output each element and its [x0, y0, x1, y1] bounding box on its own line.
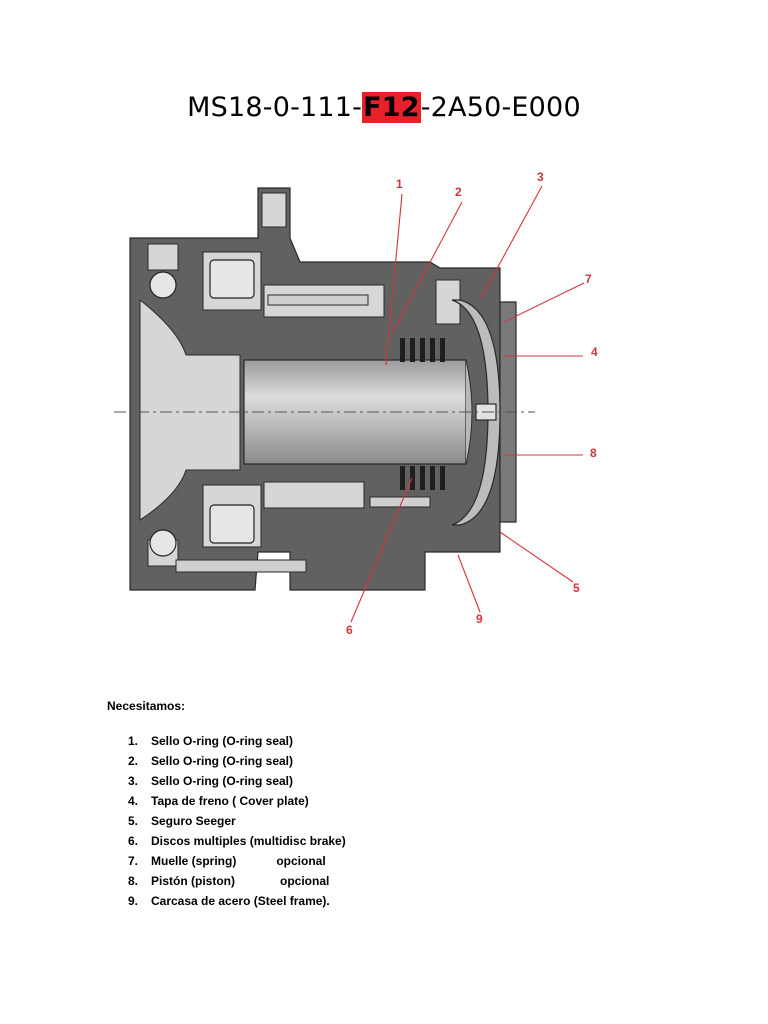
list-item: 2.Sello O-ring (O-ring seal) [128, 754, 294, 768]
list-item: 5.Seguro Seeger [128, 814, 236, 828]
list-item: 1.Sello O-ring (O-ring seal) [128, 734, 294, 748]
list-item: 8.Pistón (piston)opcional [128, 874, 330, 888]
needs-heading: Necesitamos: [107, 699, 186, 713]
callout-7: 7 [585, 272, 592, 286]
callout-1: 1 [396, 177, 403, 191]
callout-labels: 1 2 3 4 5 6 7 8 9 [346, 170, 598, 637]
leader-lines [350, 185, 585, 623]
callout-4: 4 [591, 345, 598, 359]
title-highlight: F12 [362, 92, 421, 123]
optional-note: opcional [276, 854, 326, 868]
callout-2: 2 [455, 185, 462, 199]
cover-plate [451, 299, 517, 526]
callout-8: 8 [590, 446, 597, 460]
optional-note: opcional [280, 874, 330, 888]
callout-9: 9 [476, 612, 483, 626]
bearings [149, 259, 255, 557]
document-title: MS18-0-111-F12-2A50-E000 [0, 92, 768, 123]
list-item: 7.Muelle (spring)opcional [128, 854, 326, 868]
title-suffix: -2A50-E000 [420, 92, 581, 123]
title-prefix: MS18-0-111- [187, 92, 363, 123]
callout-6: 6 [346, 623, 353, 637]
bolts [175, 294, 431, 573]
list-item: 4.Tapa de freno ( Cover plate) [128, 794, 309, 808]
callout-3: 3 [537, 170, 544, 184]
list-item: 6.Discos multiples (multidisc brake) [128, 834, 346, 848]
callout-5: 5 [573, 581, 580, 595]
list-item: 3.Sello O-ring (O-ring seal) [128, 774, 294, 788]
brake-disc-stack [400, 338, 445, 490]
motor-cross-section-diagram: 1 2 3 4 5 6 7 8 9 [114, 170, 598, 637]
list-item: 9.Carcasa de acero (Steel frame). [128, 894, 330, 908]
parts-list: 1.Sello O-ring (O-ring seal) 2.Sello O-r… [128, 733, 346, 913]
